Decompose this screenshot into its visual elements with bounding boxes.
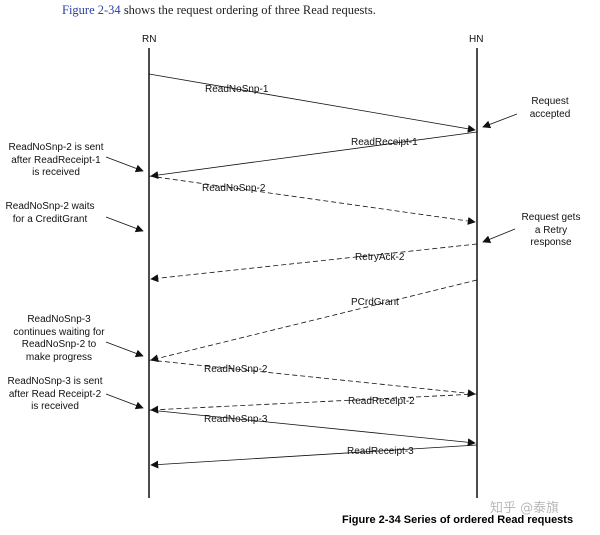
- note-line: is received: [32, 167, 80, 178]
- note-rn-readnosnp3-waiting: ReadNoSnp-3 continues waiting for ReadNo…: [0, 314, 118, 364]
- message-arrow-6: [148, 359, 476, 398]
- note-pointer-2: [105, 216, 144, 233]
- message-arrow-2: [150, 131, 478, 180]
- message-arrow-7: [150, 393, 478, 414]
- message-arrow-5: [150, 279, 478, 363]
- note-pointer-3: [105, 341, 144, 358]
- note-line: is received: [31, 401, 79, 412]
- note-hn-retry-response: Request gets a Retry response: [513, 212, 589, 250]
- message-label-3: ReadNoSnp-2: [202, 183, 266, 194]
- figure-link[interactable]: Figure 2-34: [62, 3, 121, 17]
- message-arrow-4: [150, 243, 478, 283]
- note-line: response: [530, 237, 572, 248]
- note-line: continues waiting for: [13, 326, 105, 338]
- note-pointer-5: [482, 113, 518, 129]
- message-label-8: ReadNoSnp-3: [204, 414, 268, 425]
- note-rn-readnosnp3-sent: ReadNoSnp-3 is sent after Read Receipt-2…: [0, 376, 110, 414]
- message-label-4: RetryAck-2: [355, 252, 405, 263]
- note-pointer-1: [105, 156, 144, 173]
- message-arrow-3: [148, 175, 476, 225]
- note-rn-waits-creditgrant: ReadNoSnp-2 waits for a CreditGrant: [0, 201, 100, 226]
- note-hn-request-accepted: Request accepted: [519, 96, 581, 121]
- note-line: ReadNoSnp-2 is sent: [8, 142, 104, 153]
- message-label-6: ReadNoSnp-2: [204, 364, 268, 375]
- note-line: ReadNoSnp-2 to: [21, 339, 97, 350]
- intro-sentence: shows the request ordering of three Read…: [120, 3, 376, 17]
- note-line: ReadNoSnp-3: [27, 314, 91, 325]
- note-line: accepted: [529, 108, 571, 120]
- message-arrow-1: [148, 73, 476, 133]
- note-pointer-6: [482, 228, 516, 243]
- note-line: after ReadReceipt-1: [11, 154, 101, 166]
- lane-label-hn: HN: [469, 34, 484, 45]
- watermark: 知乎 @泰旗: [490, 501, 560, 516]
- lane-label-rn: RN: [142, 34, 157, 45]
- note-line: for a CreditGrant: [12, 213, 88, 225]
- message-arrow-9: [150, 444, 478, 469]
- note-pointer-4: [105, 393, 144, 410]
- message-label-2: ReadReceipt-1: [351, 137, 418, 148]
- message-label-1: ReadNoSnp-1: [205, 84, 269, 95]
- note-line: Request: [531, 96, 569, 107]
- note-line: after Read Receipt-2: [8, 388, 102, 400]
- note-line: a Retry: [534, 224, 568, 236]
- message-arrow-8: [148, 409, 476, 447]
- note-line: ReadNoSnp-2 waits: [5, 201, 95, 212]
- note-line: Request gets: [521, 212, 581, 223]
- figure-caption: Figure 2-34 Series of ordered Read reque…: [342, 514, 574, 526]
- note-line: make progress: [25, 351, 93, 363]
- note-rn-sends-readnosnp2: ReadNoSnp-2 is sent after ReadReceipt-1 …: [0, 142, 112, 180]
- message-label-9: ReadReceipt-3: [347, 446, 414, 457]
- message-label-7: ReadReceipt-2: [348, 396, 415, 407]
- intro-text: Figure 2-34 shows the request ordering o…: [62, 3, 376, 18]
- note-line: ReadNoSnp-3 is sent: [7, 376, 103, 387]
- message-label-5: PCrdGrant: [351, 297, 399, 308]
